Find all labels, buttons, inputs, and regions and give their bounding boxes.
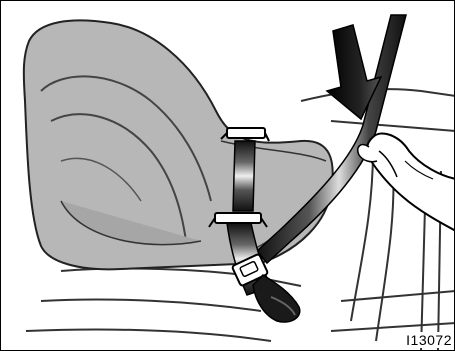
figure-id-label: I13072 (403, 332, 454, 348)
buckle-icon (232, 254, 300, 322)
